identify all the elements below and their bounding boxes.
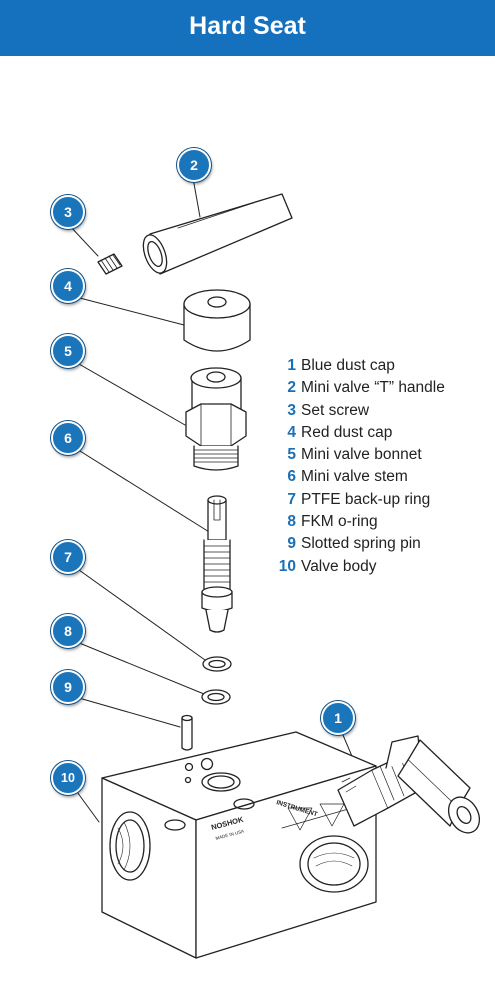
legend-item: 1 Blue dust cap bbox=[276, 355, 445, 377]
legend-label: Mini valve bonnet bbox=[301, 446, 422, 464]
spring-pin-part bbox=[181, 714, 193, 751]
bonnet-part bbox=[185, 367, 247, 471]
valve-body-part bbox=[101, 731, 377, 959]
leader-lines bbox=[68, 177, 358, 823]
legend-item: 5 Mini valve bonnet bbox=[276, 444, 445, 466]
legend-number: 4 bbox=[287, 423, 296, 441]
callout-8: 8 bbox=[51, 614, 85, 648]
legend-item: 10 Valve body bbox=[276, 556, 445, 578]
legend-label: FKM o-ring bbox=[301, 513, 378, 531]
legend-number: 2 bbox=[287, 379, 296, 397]
legend-number: 5 bbox=[287, 446, 296, 464]
t-handle-part bbox=[142, 193, 293, 275]
legend-label: Blue dust cap bbox=[301, 357, 395, 374]
legend-number: 8 bbox=[287, 513, 296, 531]
installed-bonnet-part bbox=[337, 735, 481, 834]
callout-10: 10 bbox=[51, 761, 85, 795]
callout-1: 1 bbox=[321, 701, 355, 735]
legend-label: Red dust cap bbox=[301, 423, 393, 441]
legend-number: 6 bbox=[287, 468, 296, 486]
legend-label: Set screw bbox=[301, 401, 370, 419]
legend-item: 8 FKM o-ring bbox=[276, 511, 445, 533]
legend-label: Valve body bbox=[301, 557, 377, 575]
legend-item: 7 PTFE back-up ring bbox=[276, 489, 445, 511]
set-screw-part bbox=[97, 253, 123, 275]
legend-item: 9 Slotted spring pin bbox=[276, 533, 445, 555]
legend-number: 1 bbox=[287, 357, 296, 374]
legend-number: 10 bbox=[278, 557, 296, 575]
callout-9: 9 bbox=[51, 670, 85, 704]
legend-label: Mini valve “T” handle bbox=[301, 379, 445, 397]
legend-number: 7 bbox=[287, 490, 296, 508]
legend-item: 3 Set screw bbox=[276, 400, 445, 422]
callout-4: 4 bbox=[51, 269, 85, 303]
callout-2: 2 bbox=[177, 148, 211, 182]
callout-7: 7 bbox=[51, 540, 85, 574]
callout-5: 5 bbox=[51, 334, 85, 368]
fkm-o-ring-part bbox=[201, 689, 231, 705]
legend-number: 3 bbox=[287, 401, 296, 419]
legend-label: Mini valve stem bbox=[301, 468, 408, 486]
stem-part bbox=[201, 495, 233, 633]
header-bar bbox=[0, 0, 495, 56]
legend-label: PTFE back-up ring bbox=[301, 490, 431, 508]
ptfe-ring-part bbox=[202, 656, 232, 672]
red-dust-cap-part bbox=[183, 289, 251, 352]
legend-label: Slotted spring pin bbox=[301, 535, 421, 553]
callout-6: 6 bbox=[51, 421, 85, 455]
legend-item: 6 Mini valve stem bbox=[276, 466, 445, 488]
legend-item: 2 Mini valve “T” handle bbox=[276, 377, 445, 399]
legend-number: 9 bbox=[287, 535, 296, 553]
legend-item: 4 Red dust cap bbox=[276, 422, 445, 444]
callout-3: 3 bbox=[51, 195, 85, 229]
page-title: Hard Seat bbox=[189, 12, 306, 40]
